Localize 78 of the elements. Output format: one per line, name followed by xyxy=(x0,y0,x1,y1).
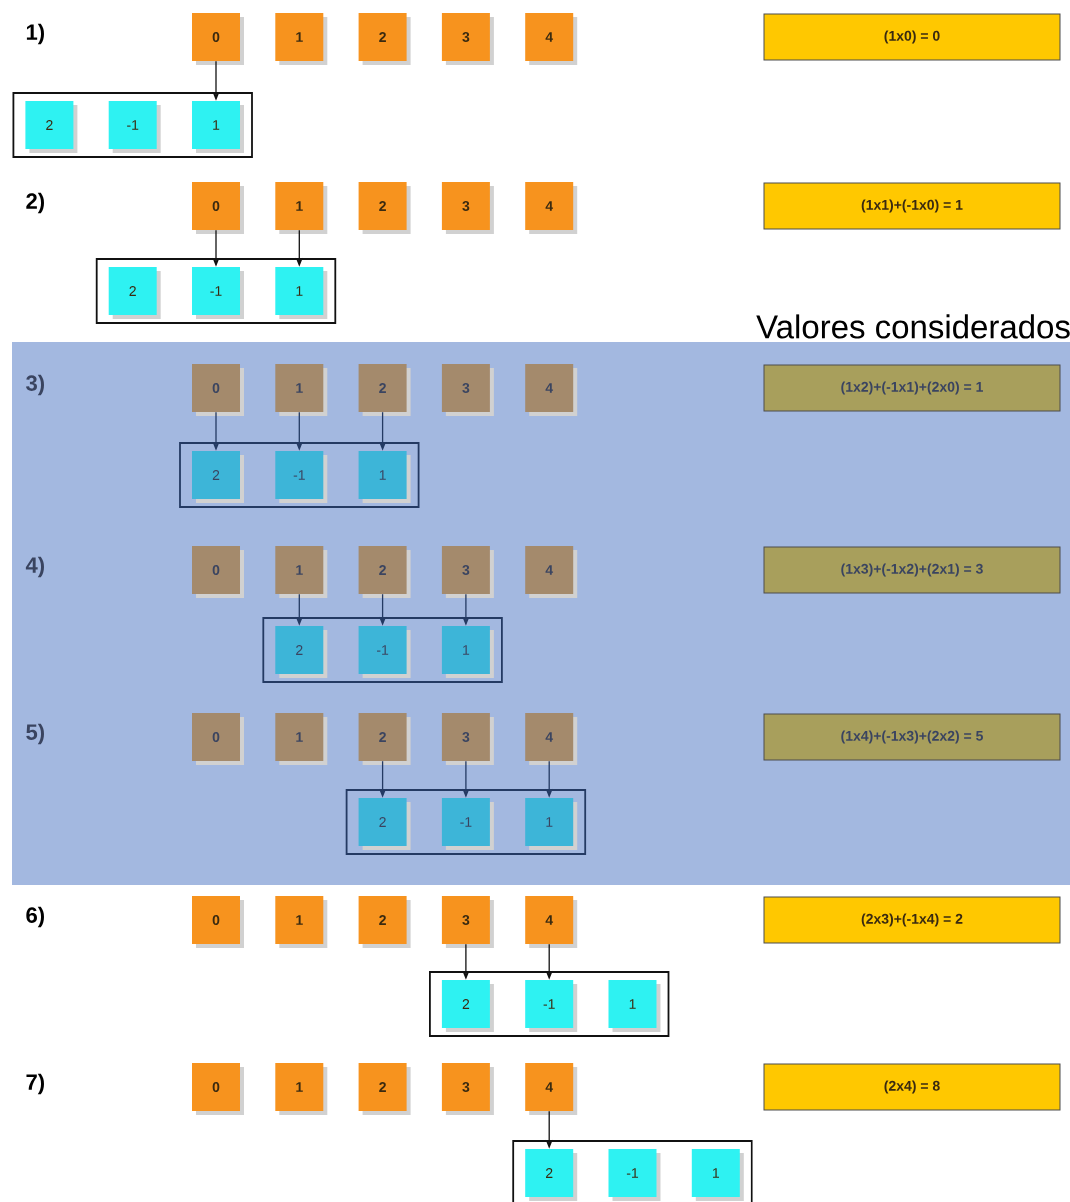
kernel-square: 2 xyxy=(441,980,494,1032)
input-square: 2 xyxy=(358,364,411,416)
input-square: 1 xyxy=(275,13,328,65)
step-number: 1) xyxy=(26,23,44,45)
step-number: 3) xyxy=(26,374,44,396)
input-square: 2 xyxy=(358,713,411,765)
input-square: 4 xyxy=(525,182,578,234)
input-square: 2 xyxy=(358,182,411,234)
kernel-square: 1 xyxy=(275,267,328,319)
kernel-square: 1 xyxy=(192,101,244,153)
kernel-square: 1 xyxy=(691,1149,744,1201)
kernel-square: 2 xyxy=(275,626,328,678)
formula-box: (1x2)+(-1x1)+(2x0) = 1 xyxy=(763,364,1061,412)
kernel-frame xyxy=(345,789,587,855)
kernel-square: 2 xyxy=(525,1149,578,1201)
formula-box: (2x4) = 8 xyxy=(763,1063,1061,1111)
input-square: 3 xyxy=(441,364,494,416)
input-square: 4 xyxy=(525,1063,578,1115)
input-square: 0 xyxy=(192,896,244,948)
step-number: 6) xyxy=(26,906,44,928)
kernel-square: -1 xyxy=(275,451,328,503)
kernel-frame xyxy=(429,971,670,1037)
kernel-frame xyxy=(95,258,337,324)
input-square: 4 xyxy=(525,896,578,948)
input-square: 2 xyxy=(358,1063,411,1115)
input-square: 4 xyxy=(525,713,578,765)
input-square: 1 xyxy=(275,364,328,416)
kernel-frame xyxy=(12,92,253,158)
kernel-frame xyxy=(262,617,503,683)
formula-box: (1x1)+(-1x0) = 1 xyxy=(763,182,1061,230)
input-square: 0 xyxy=(192,182,244,234)
input-square: 4 xyxy=(525,364,578,416)
input-square: 0 xyxy=(192,1063,244,1115)
kernel-square: 2 xyxy=(192,451,244,503)
input-square: 4 xyxy=(525,13,578,65)
input-square: 3 xyxy=(441,1063,494,1115)
input-square: 3 xyxy=(441,713,494,765)
kernel-square: -1 xyxy=(441,798,494,850)
input-square: 1 xyxy=(275,182,328,234)
input-square: 3 xyxy=(441,182,494,234)
kernel-frame xyxy=(179,442,420,508)
formula-box: (1x4)+(-1x3)+(2x2) = 5 xyxy=(763,713,1061,761)
kernel-square: 2 xyxy=(358,798,411,850)
input-square: 3 xyxy=(441,13,494,65)
kernel-square: 2 xyxy=(108,267,161,319)
node-label: Valores considerados xyxy=(756,314,1070,339)
input-square: 0 xyxy=(192,364,244,416)
input-square: 0 xyxy=(192,13,244,65)
input-square: 0 xyxy=(192,546,244,598)
step-number: 2) xyxy=(26,192,44,214)
kernel-square: -1 xyxy=(108,101,161,153)
formula-box: (2x3)+(-1x4) = 2 xyxy=(763,896,1061,944)
kernel-square: 1 xyxy=(441,626,494,678)
input-square: 1 xyxy=(275,896,328,948)
input-square: 4 xyxy=(525,546,578,598)
input-square: 3 xyxy=(441,546,494,598)
kernel-square: -1 xyxy=(192,267,244,319)
input-square: 2 xyxy=(358,13,411,65)
input-square: 0 xyxy=(192,713,244,765)
input-square: 3 xyxy=(441,896,494,948)
step-number: 7) xyxy=(26,1073,44,1095)
formula-box: (1x3)+(-1x2)+(2x1) = 3 xyxy=(763,546,1061,594)
input-square: 2 xyxy=(358,896,411,948)
kernel-square: 2 xyxy=(25,101,78,153)
step-number: 5) xyxy=(26,723,44,745)
kernel-square: 1 xyxy=(525,798,578,850)
kernel-square: 1 xyxy=(608,980,661,1032)
kernel-square: -1 xyxy=(608,1149,661,1201)
kernel-square: -1 xyxy=(358,626,411,678)
kernel-square: -1 xyxy=(525,980,578,1032)
input-square: 1 xyxy=(275,546,328,598)
step-number: 4) xyxy=(25,556,44,578)
input-square: 1 xyxy=(275,713,328,765)
input-square: 1 xyxy=(275,1063,328,1115)
kernel-frame xyxy=(512,1140,753,1202)
input-square: 2 xyxy=(358,546,411,598)
formula-box: (1x0) = 0 xyxy=(763,13,1061,61)
kernel-square: 1 xyxy=(358,451,411,503)
